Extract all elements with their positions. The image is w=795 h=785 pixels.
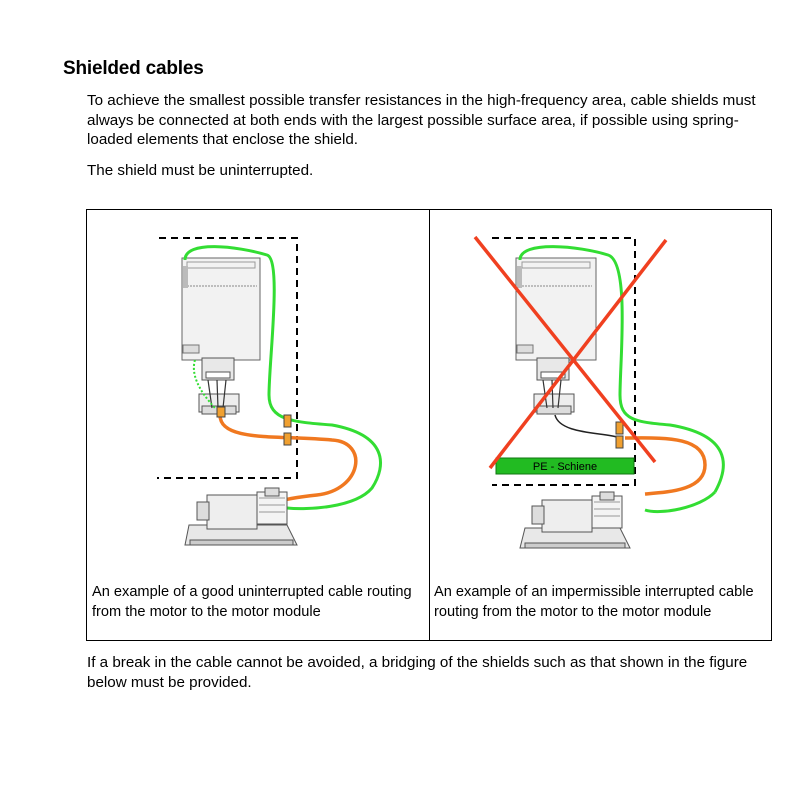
- intro-paragraph: To achieve the smallest possible transfe…: [87, 92, 756, 148]
- motor: [184, 487, 298, 546]
- shield-connection: [644, 490, 717, 514]
- good-routing-diagram: [157, 237, 382, 546]
- motor: [519, 491, 631, 549]
- followup-paragraph: If a break in the cable cannot be avoide…: [87, 654, 748, 691]
- cabinet-boundary: [492, 237, 636, 486]
- figure-divider: [429, 210, 430, 640]
- pe-lead: [193, 359, 216, 409]
- cabinet-boundary: [157, 237, 298, 479]
- shield-clamp: [615, 435, 624, 449]
- pe-wire: [554, 414, 621, 439]
- prohibited-cross: [488, 238, 668, 470]
- shield-connection: [518, 245, 725, 493]
- shield-connection: [183, 245, 382, 511]
- right-caption: An example of an impermissible interrupt…: [434, 584, 754, 620]
- shield-clamp: [615, 421, 624, 435]
- shield-clamp: [283, 414, 292, 428]
- left-caption: An example of a good uninterrupted cable…: [92, 584, 412, 620]
- prohibited-cross: [473, 235, 657, 464]
- shield-clamp: [283, 432, 292, 446]
- shield-note: The shield must be uninterrupted.: [87, 162, 314, 179]
- shield-clamp: [216, 406, 226, 418]
- pe-rail: [495, 457, 635, 475]
- bad-routing-diagram: [473, 235, 725, 549]
- motor-module: [181, 257, 261, 415]
- motor-module: [515, 257, 597, 415]
- pe-rail-label: PE - Schiene: [532, 461, 598, 473]
- cable-routing-figure: PE - Schiene An example of a good uninte…: [86, 209, 772, 641]
- motor-cable: [624, 436, 707, 496]
- motor-cable: [218, 414, 358, 504]
- section-heading: Shielded cables: [63, 58, 204, 79]
